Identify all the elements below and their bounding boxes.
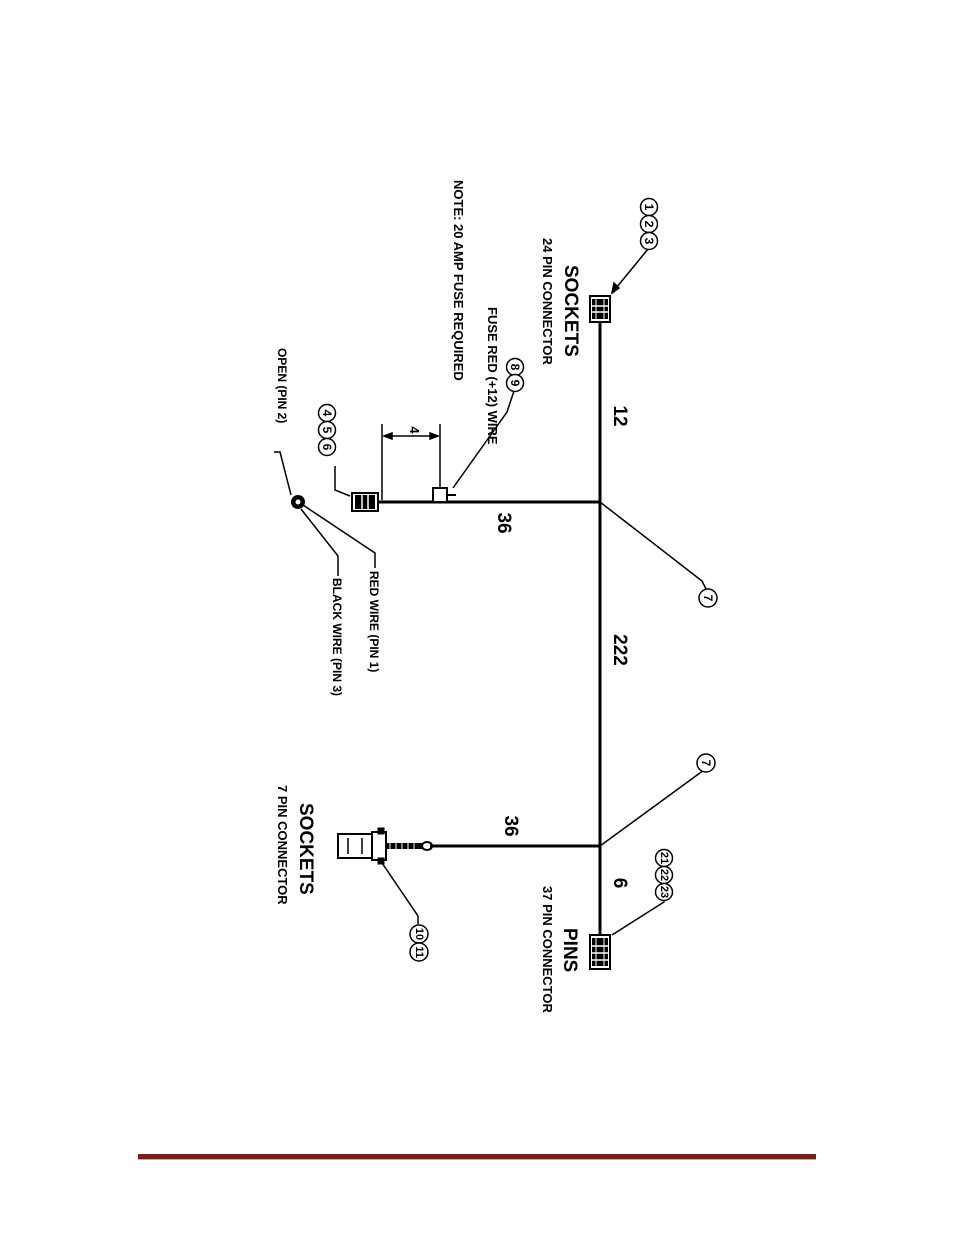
callout-10-11: 10 11 <box>409 924 429 962</box>
open-pin-label: OPEN (PIN 2) <box>275 348 289 423</box>
fuse-spacing-dimension <box>381 424 441 500</box>
connector-24-pin <box>589 295 611 323</box>
connector-7-pin-trailer <box>337 827 433 865</box>
connector-3-pin-plug <box>351 492 379 512</box>
connector-37-pin <box>589 934 611 970</box>
fuse-spacing-label: 4 <box>407 426 422 434</box>
callout-num: 11 <box>413 946 425 958</box>
length-bottom-branch: 6 <box>609 878 630 889</box>
callout-num: 3 <box>642 238 656 245</box>
callout-7-lower: 7 <box>696 753 716 773</box>
fuse-wire-label: FUSE RED (+12) WIRE <box>485 307 500 445</box>
callout-num: 5 <box>320 427 334 434</box>
callout-num: 23 <box>658 886 670 898</box>
fuse-note-label: NOTE: 20 AMP FUSE REQUIRED <box>451 180 466 381</box>
callout-7-upper: 7 <box>698 588 718 608</box>
callout-num: 21 <box>658 852 670 864</box>
length-seven-pin-branch: 36 <box>500 815 521 836</box>
callout-num: 6 <box>320 444 334 451</box>
callout-4-5-6: 4 5 6 <box>317 403 337 457</box>
connector-7-subtitle: 7 PIN CONNECTOR <box>275 785 290 905</box>
callout-num: 7 <box>699 760 713 767</box>
callout-num: 22 <box>658 869 670 881</box>
callout-1-2-3: 1 2 3 <box>639 197 659 251</box>
callout-8-9: 8 9 <box>505 357 525 393</box>
connector-24-title: SOCKETS <box>560 265 581 357</box>
connector-37-title: PINS <box>559 928 580 972</box>
black-wire-label: BLACK WIRE (PIN 3) <box>330 578 344 696</box>
connector-7-title: SOCKETS <box>295 803 316 895</box>
connector-24-subtitle: 24 PIN CONNECTOR <box>540 238 555 366</box>
red-wire-label: RED WIRE (PIN 1) <box>367 571 381 672</box>
three-wire-pigtail <box>274 451 376 576</box>
footer-rule <box>138 1154 816 1160</box>
callout-num: 4 <box>320 410 334 417</box>
callout-num: 7 <box>701 595 715 602</box>
callout-num: 9 <box>508 380 522 387</box>
length-main-trunk: 222 <box>609 634 630 666</box>
length-top-branch: 12 <box>609 405 630 426</box>
callout-21-22-23: 21 22 23 <box>654 848 674 902</box>
callout-num: 8 <box>508 364 522 371</box>
callout-num: 10 <box>413 928 425 940</box>
connector-37-subtitle: 37 PIN CONNECTOR <box>540 886 555 1014</box>
callout-num: 1 <box>642 204 656 211</box>
length-fuse-branch: 36 <box>493 512 514 533</box>
fuse-holder <box>432 487 456 503</box>
callout-num: 2 <box>642 221 656 228</box>
